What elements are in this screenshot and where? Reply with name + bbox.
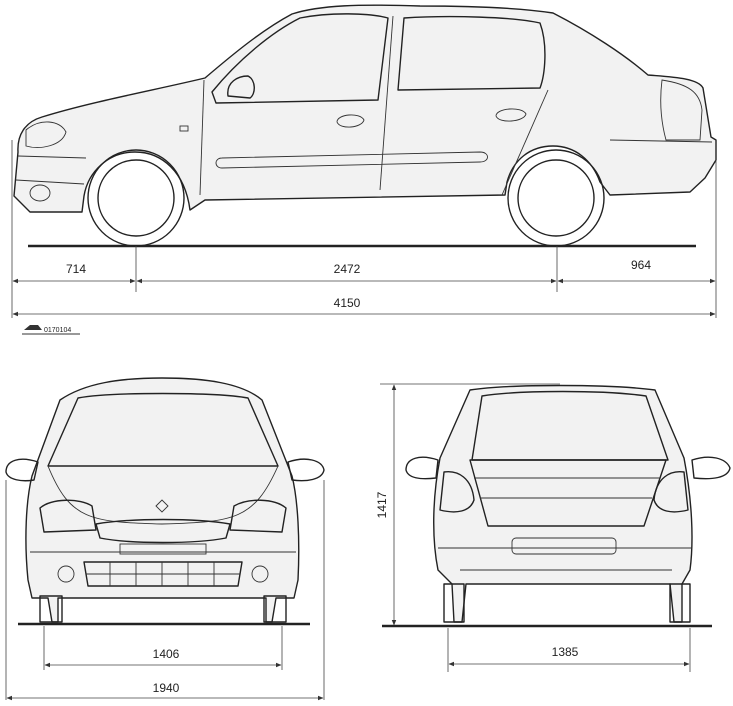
rear-view: 1385 1417 xyxy=(375,383,731,672)
dim-rear-track: 1385 xyxy=(552,645,579,659)
dim-overall-height: 1417 xyxy=(375,491,389,518)
dim-front-overhang: 714 xyxy=(66,262,86,276)
side-view: 714 2472 964 4150 0170104 xyxy=(11,4,717,335)
car-side-profile xyxy=(13,4,717,247)
drawing-code-stamp: 0170104 xyxy=(22,325,80,335)
dim-rear-overhang: 964 xyxy=(631,258,651,272)
dim-wheelbase: 2472 xyxy=(334,262,361,276)
dim-overall-width: 1940 xyxy=(153,681,180,695)
dim-front-track: 1406 xyxy=(153,647,180,661)
drawing-code: 0170104 xyxy=(44,327,71,334)
car-front-outline xyxy=(5,377,325,623)
car-rear-outline xyxy=(405,384,731,623)
front-view: 1406 1940 xyxy=(5,377,325,701)
dim-overall-length: 4150 xyxy=(334,296,361,310)
